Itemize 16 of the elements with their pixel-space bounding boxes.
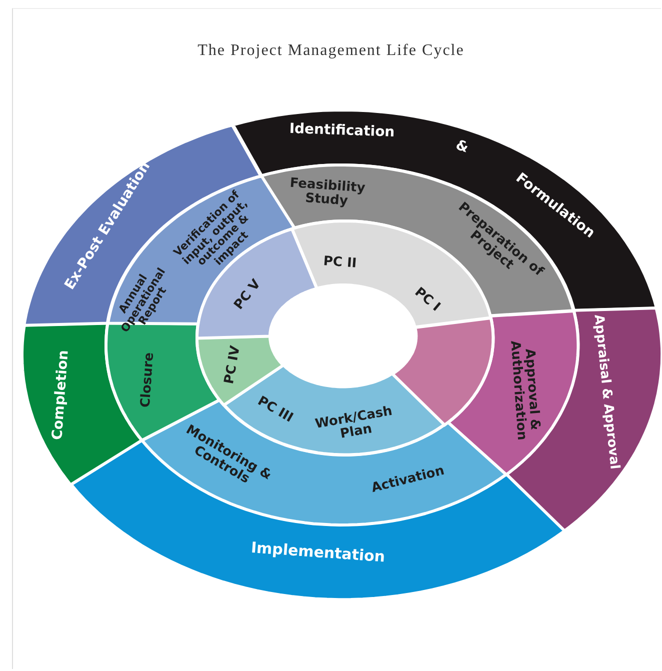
segment-label: Approval & Authorization bbox=[507, 339, 543, 443]
diagram-title: The Project Management Life Cycle bbox=[196, 42, 466, 60]
segment-label: Completion bbox=[50, 348, 72, 442]
segment-label: PC III bbox=[254, 392, 296, 426]
segment-label: Feasibility Study bbox=[288, 176, 367, 210]
segment-label: PC IV bbox=[221, 344, 244, 388]
segment-label: Identification bbox=[288, 120, 396, 142]
segment-label: PC V bbox=[230, 276, 266, 315]
ring-segment bbox=[392, 318, 493, 425]
segment-label: Implementation bbox=[249, 538, 387, 568]
segment-label: Appraisal & Approval bbox=[590, 312, 623, 472]
segment-label: Closure bbox=[138, 350, 158, 410]
segment-label: PC II bbox=[322, 254, 358, 272]
segment-label: Work/Cash Plan bbox=[313, 404, 394, 444]
segment-label: PC I bbox=[410, 284, 444, 317]
segment-label: & bbox=[452, 136, 472, 158]
